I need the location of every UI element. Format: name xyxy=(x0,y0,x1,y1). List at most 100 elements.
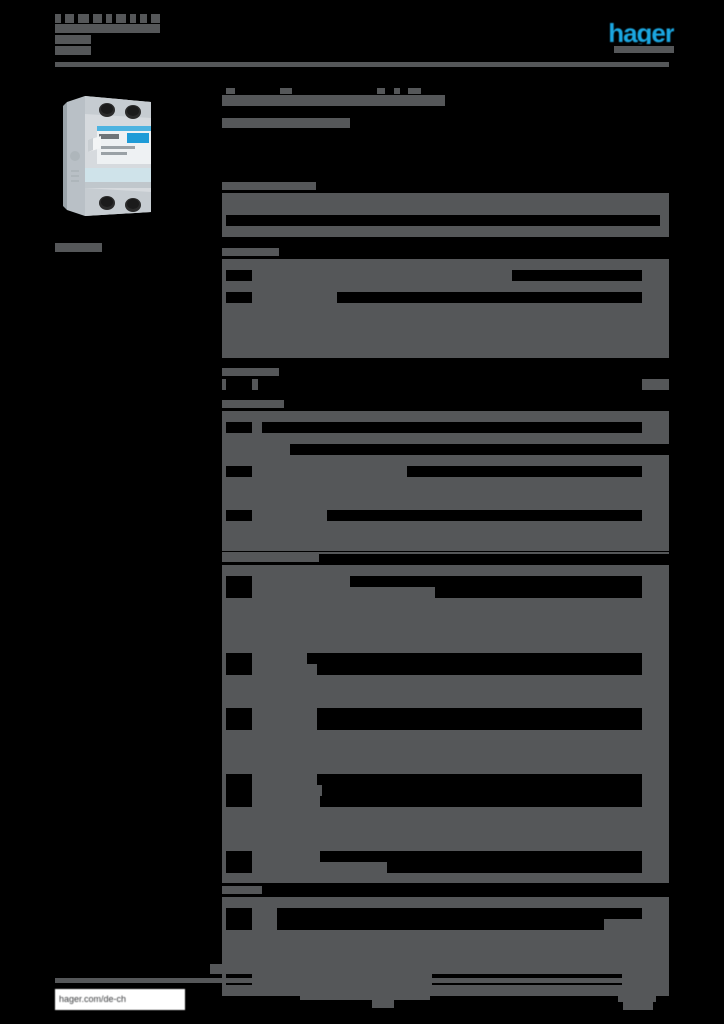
spec-cell-text xyxy=(642,587,669,598)
spec-cell-text xyxy=(642,466,669,477)
footer-center-subtext xyxy=(372,1000,394,1008)
spec-cell-text xyxy=(252,653,307,664)
spec-row xyxy=(222,499,669,510)
spec-row xyxy=(222,347,669,358)
spec-row xyxy=(222,543,669,554)
footer-center-text xyxy=(300,991,430,1000)
header-title-block xyxy=(55,14,205,59)
spec-section-heading xyxy=(222,180,669,192)
spec-cell-spacer xyxy=(317,719,642,730)
spec-row xyxy=(222,829,669,840)
spec-cell-spacer xyxy=(277,908,642,919)
spec-cell-text xyxy=(222,587,226,598)
spec-cell-spacer xyxy=(258,379,642,390)
spec-cell-text xyxy=(642,785,669,796)
spec-cell-text xyxy=(252,919,277,930)
spec-row xyxy=(222,985,669,996)
spec-cell-text xyxy=(222,862,226,873)
spec-cell-text xyxy=(222,499,669,510)
spec-cell-text xyxy=(252,796,320,807)
spec-cell-text xyxy=(222,565,669,576)
spec-cell-spacer xyxy=(320,851,642,862)
spec-row xyxy=(222,620,669,631)
spec-cell-text xyxy=(222,620,669,631)
spec-row xyxy=(222,664,669,675)
spec-section-heading xyxy=(222,366,669,378)
spec-cell-text xyxy=(222,985,669,996)
spec-row xyxy=(222,444,669,455)
spec-cell-text xyxy=(222,336,669,347)
spec-row xyxy=(222,226,669,237)
spec-row xyxy=(222,411,669,422)
spec-cell-text xyxy=(222,521,669,532)
spec-cell-text xyxy=(642,719,669,730)
spec-cell-text xyxy=(222,818,669,829)
spec-section-heading-text xyxy=(222,182,316,190)
spec-cell-text xyxy=(252,422,262,433)
spec-cell-text xyxy=(222,379,226,390)
spec-section-heading xyxy=(222,552,669,564)
spec-cell-spacer xyxy=(317,774,642,785)
spec-row xyxy=(222,873,669,884)
spec-row xyxy=(222,204,669,215)
spec-cell-text xyxy=(642,653,669,664)
spec-cell-text xyxy=(222,303,669,314)
spec-cell-text xyxy=(642,708,669,719)
spec-cell-text xyxy=(252,587,435,598)
spec-cell-spacer xyxy=(435,587,642,598)
spec-cell-spacer xyxy=(387,862,642,873)
spec-cell-text xyxy=(252,719,317,730)
spec-cell-text xyxy=(252,270,512,281)
spec-row xyxy=(222,653,669,664)
spec-row xyxy=(222,422,669,433)
spec-row xyxy=(222,488,669,499)
spec-row xyxy=(222,598,669,609)
spec-cell-text xyxy=(222,510,226,521)
footer-divider xyxy=(55,978,669,983)
spec-cell-text xyxy=(252,785,322,796)
spec-cell-text xyxy=(222,686,669,697)
spec-cell-text xyxy=(642,292,669,303)
page-header: hager xyxy=(0,0,724,78)
spec-cell-text xyxy=(222,653,226,664)
spec-row xyxy=(222,455,669,466)
spec-row xyxy=(222,840,669,851)
spec-cell-text xyxy=(222,281,669,292)
product-caption xyxy=(55,243,102,252)
page-subtitle xyxy=(222,118,669,129)
spec-cell-text xyxy=(222,314,669,325)
spec-cell-text xyxy=(642,664,669,675)
hager-logo: hager xyxy=(608,22,674,44)
spec-cell-text xyxy=(222,444,290,455)
spec-row xyxy=(222,336,669,347)
spec-row xyxy=(222,796,669,807)
spec-cell-text xyxy=(222,411,669,422)
spec-row xyxy=(222,930,669,941)
spec-row xyxy=(222,270,669,281)
footer-website-link[interactable]: hager.com/de-ch xyxy=(55,989,185,1010)
spec-cell-text xyxy=(660,215,669,226)
spec-row xyxy=(222,908,669,919)
spec-row xyxy=(222,807,669,818)
spec-cell-text xyxy=(222,259,669,270)
spec-cell-text xyxy=(222,347,669,358)
spec-cell-spacer xyxy=(262,422,642,433)
spec-row xyxy=(222,193,669,204)
spec-row xyxy=(222,215,669,226)
spec-section-heading-text xyxy=(222,400,284,408)
spec-row xyxy=(222,675,669,686)
spec-cell-text xyxy=(222,675,669,686)
spec-cell-text xyxy=(222,576,226,587)
spec-cell-text xyxy=(252,576,350,587)
spec-cell-text xyxy=(222,840,669,851)
spec-cell-text xyxy=(642,270,669,281)
spec-section-heading-text xyxy=(222,886,262,894)
spec-cell-text xyxy=(222,919,226,930)
spec-cell-spacer xyxy=(320,796,640,807)
spec-section xyxy=(222,245,669,260)
spec-row xyxy=(222,281,669,292)
spec-cell-text xyxy=(222,325,669,336)
spec-cell-text xyxy=(222,270,226,281)
spec-cell-spacer xyxy=(252,215,657,226)
